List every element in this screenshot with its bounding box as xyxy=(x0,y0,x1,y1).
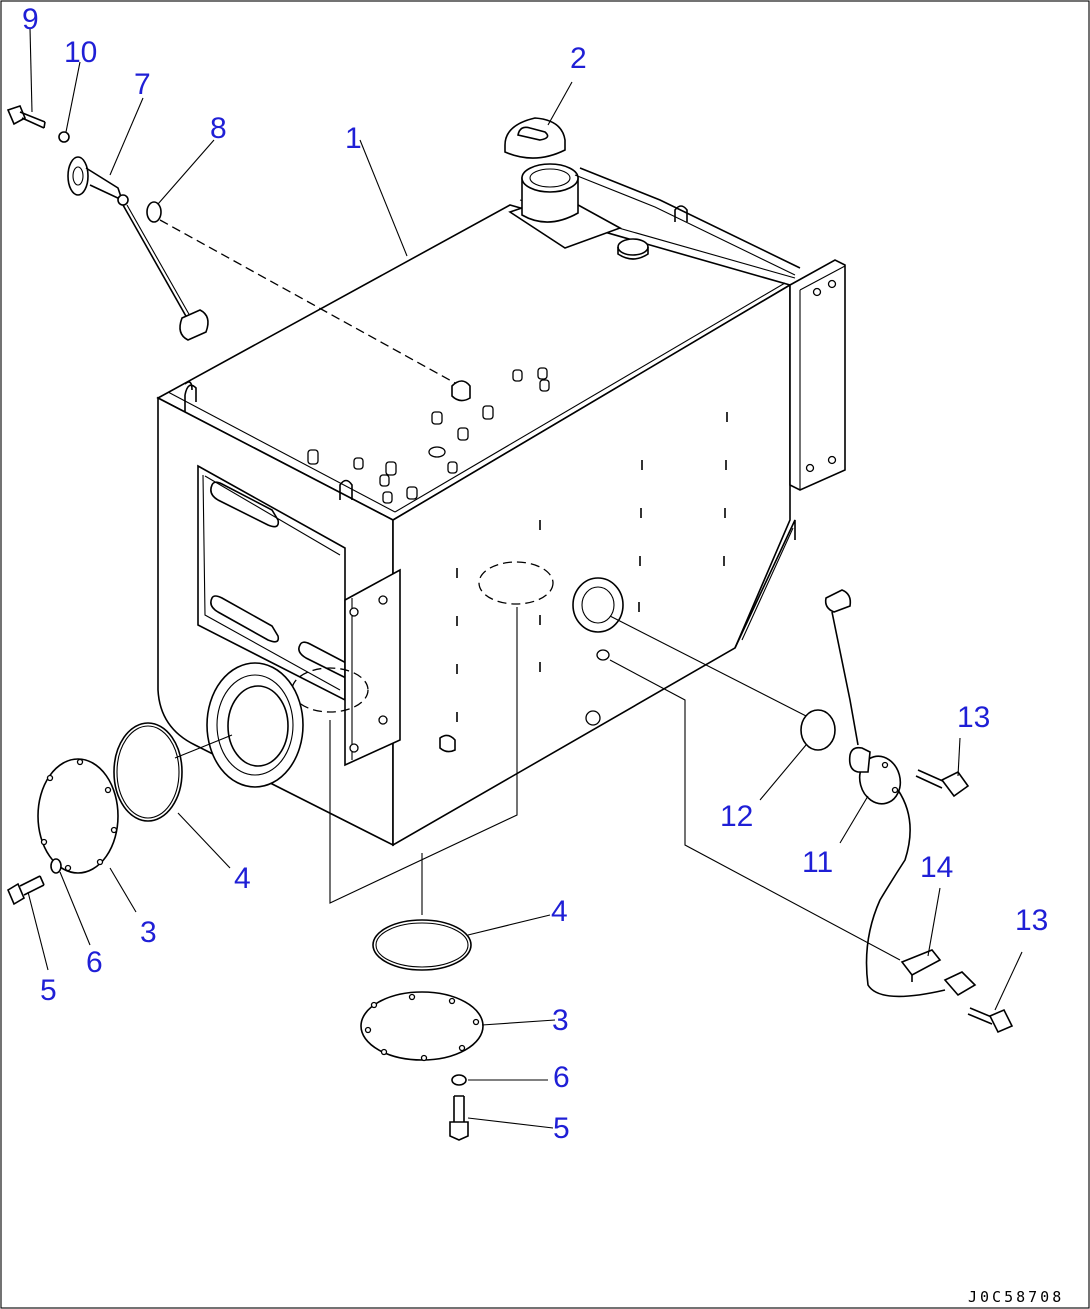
callout-12: 12 xyxy=(720,800,753,833)
clip-14 xyxy=(900,949,942,982)
right-mount-bracket xyxy=(789,259,846,491)
callout-3-left: 3 xyxy=(140,916,157,949)
callout-5-bottom: 5 xyxy=(553,1112,570,1145)
side-slots xyxy=(456,412,728,722)
callout-14: 14 xyxy=(920,851,953,884)
filler-cap xyxy=(504,117,566,159)
plug-12 xyxy=(800,709,836,751)
callout-13-upper: 13 xyxy=(957,701,990,734)
top-fittings xyxy=(307,367,550,504)
callout-1: 1 xyxy=(345,122,362,155)
callout-11: 11 xyxy=(802,846,833,879)
callout-3-bottom: 3 xyxy=(552,1004,569,1037)
bolt-5-left xyxy=(6,875,45,906)
level-sender-11 xyxy=(824,589,977,998)
front-flange xyxy=(206,662,304,788)
tank-body xyxy=(156,163,846,847)
tank-side-face xyxy=(392,283,791,847)
bolt-5-bottom xyxy=(449,1095,469,1141)
o-ring-4 xyxy=(113,722,183,822)
cover-plate-3-bottom xyxy=(360,991,484,1061)
bracket-flange xyxy=(344,568,401,767)
level-gauge-assembly xyxy=(67,156,209,341)
callout-2: 2 xyxy=(570,42,587,75)
callout-8: 8 xyxy=(210,112,227,145)
top-boss xyxy=(617,238,649,256)
washer-10 xyxy=(58,131,70,143)
lift-hook xyxy=(674,205,688,222)
lift-hook xyxy=(184,381,197,412)
callout-6-left: 6 xyxy=(86,946,103,979)
callout-13-lower: 13 xyxy=(1015,904,1048,937)
side-opening xyxy=(478,561,554,605)
callout-4-left: 4 xyxy=(234,862,251,895)
leader-lines xyxy=(27,27,1023,1129)
sight-port xyxy=(572,577,624,633)
drawing-code: J0C58708 xyxy=(968,1288,1064,1306)
washer-6-bottom xyxy=(451,1074,467,1086)
bolt-9 xyxy=(6,105,46,129)
callout-10: 10 xyxy=(64,36,97,69)
o-ring-4-bottom xyxy=(372,919,472,971)
lift-hook xyxy=(339,479,353,500)
washer-6-left xyxy=(50,858,62,874)
callout-6-bottom: 6 xyxy=(553,1061,570,1094)
callout-4-bottom: 4 xyxy=(551,895,568,928)
bolt-13-lower xyxy=(967,1007,1014,1034)
bolt-13-upper xyxy=(915,769,970,798)
gasket-8 xyxy=(146,201,162,223)
cover-plate-3 xyxy=(37,758,119,874)
callout-9: 9 xyxy=(22,3,39,36)
callout-7: 7 xyxy=(134,68,151,101)
callout-5-left: 5 xyxy=(40,974,57,1007)
